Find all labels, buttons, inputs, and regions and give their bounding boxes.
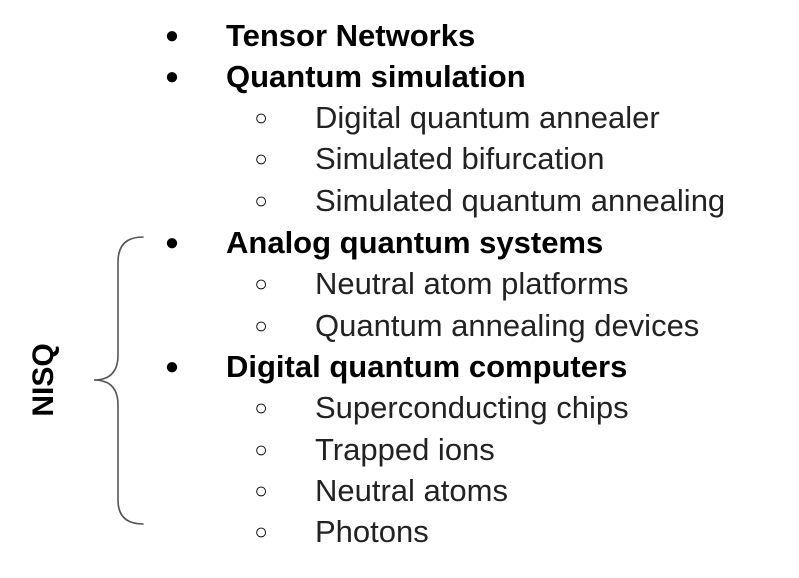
item-label: Quantum simulation — [226, 59, 526, 94]
hollow-bullet-icon: ○ — [254, 437, 268, 462]
filled-bullet-icon: ● — [164, 63, 180, 90]
item-label: Neutral atoms — [315, 473, 508, 508]
item-label: Quantum annealing devices — [315, 308, 700, 343]
hollow-bullet-icon: ○ — [254, 271, 268, 296]
hollow-bullet-icon: ○ — [254, 519, 268, 544]
hollow-bullet-icon: ○ — [254, 188, 268, 213]
item-label: Simulated bifurcation — [315, 141, 605, 176]
item-label: Digital quantum computers — [226, 349, 628, 384]
item-label: Neutral atom platforms — [315, 266, 629, 301]
item-label: Superconducting chips — [315, 390, 629, 425]
item-label: Photons — [315, 514, 429, 549]
hollow-bullet-icon: ○ — [254, 105, 268, 130]
filled-bullet-icon: ● — [164, 353, 180, 380]
filled-bullet-icon: ● — [164, 229, 180, 256]
item-label: Analog quantum systems — [226, 225, 604, 260]
hollow-bullet-icon: ○ — [254, 478, 268, 503]
hollow-bullet-icon: ○ — [254, 146, 268, 171]
filled-bullet-icon: ● — [164, 22, 180, 49]
hollow-bullet-icon: ○ — [254, 313, 268, 338]
item-label: Digital quantum annealer — [315, 100, 660, 135]
item-label: Trapped ions — [315, 432, 495, 467]
item-label: Simulated quantum annealing — [315, 183, 726, 218]
item-label: Tensor Networks — [226, 18, 476, 53]
hollow-bullet-icon: ○ — [254, 395, 268, 420]
